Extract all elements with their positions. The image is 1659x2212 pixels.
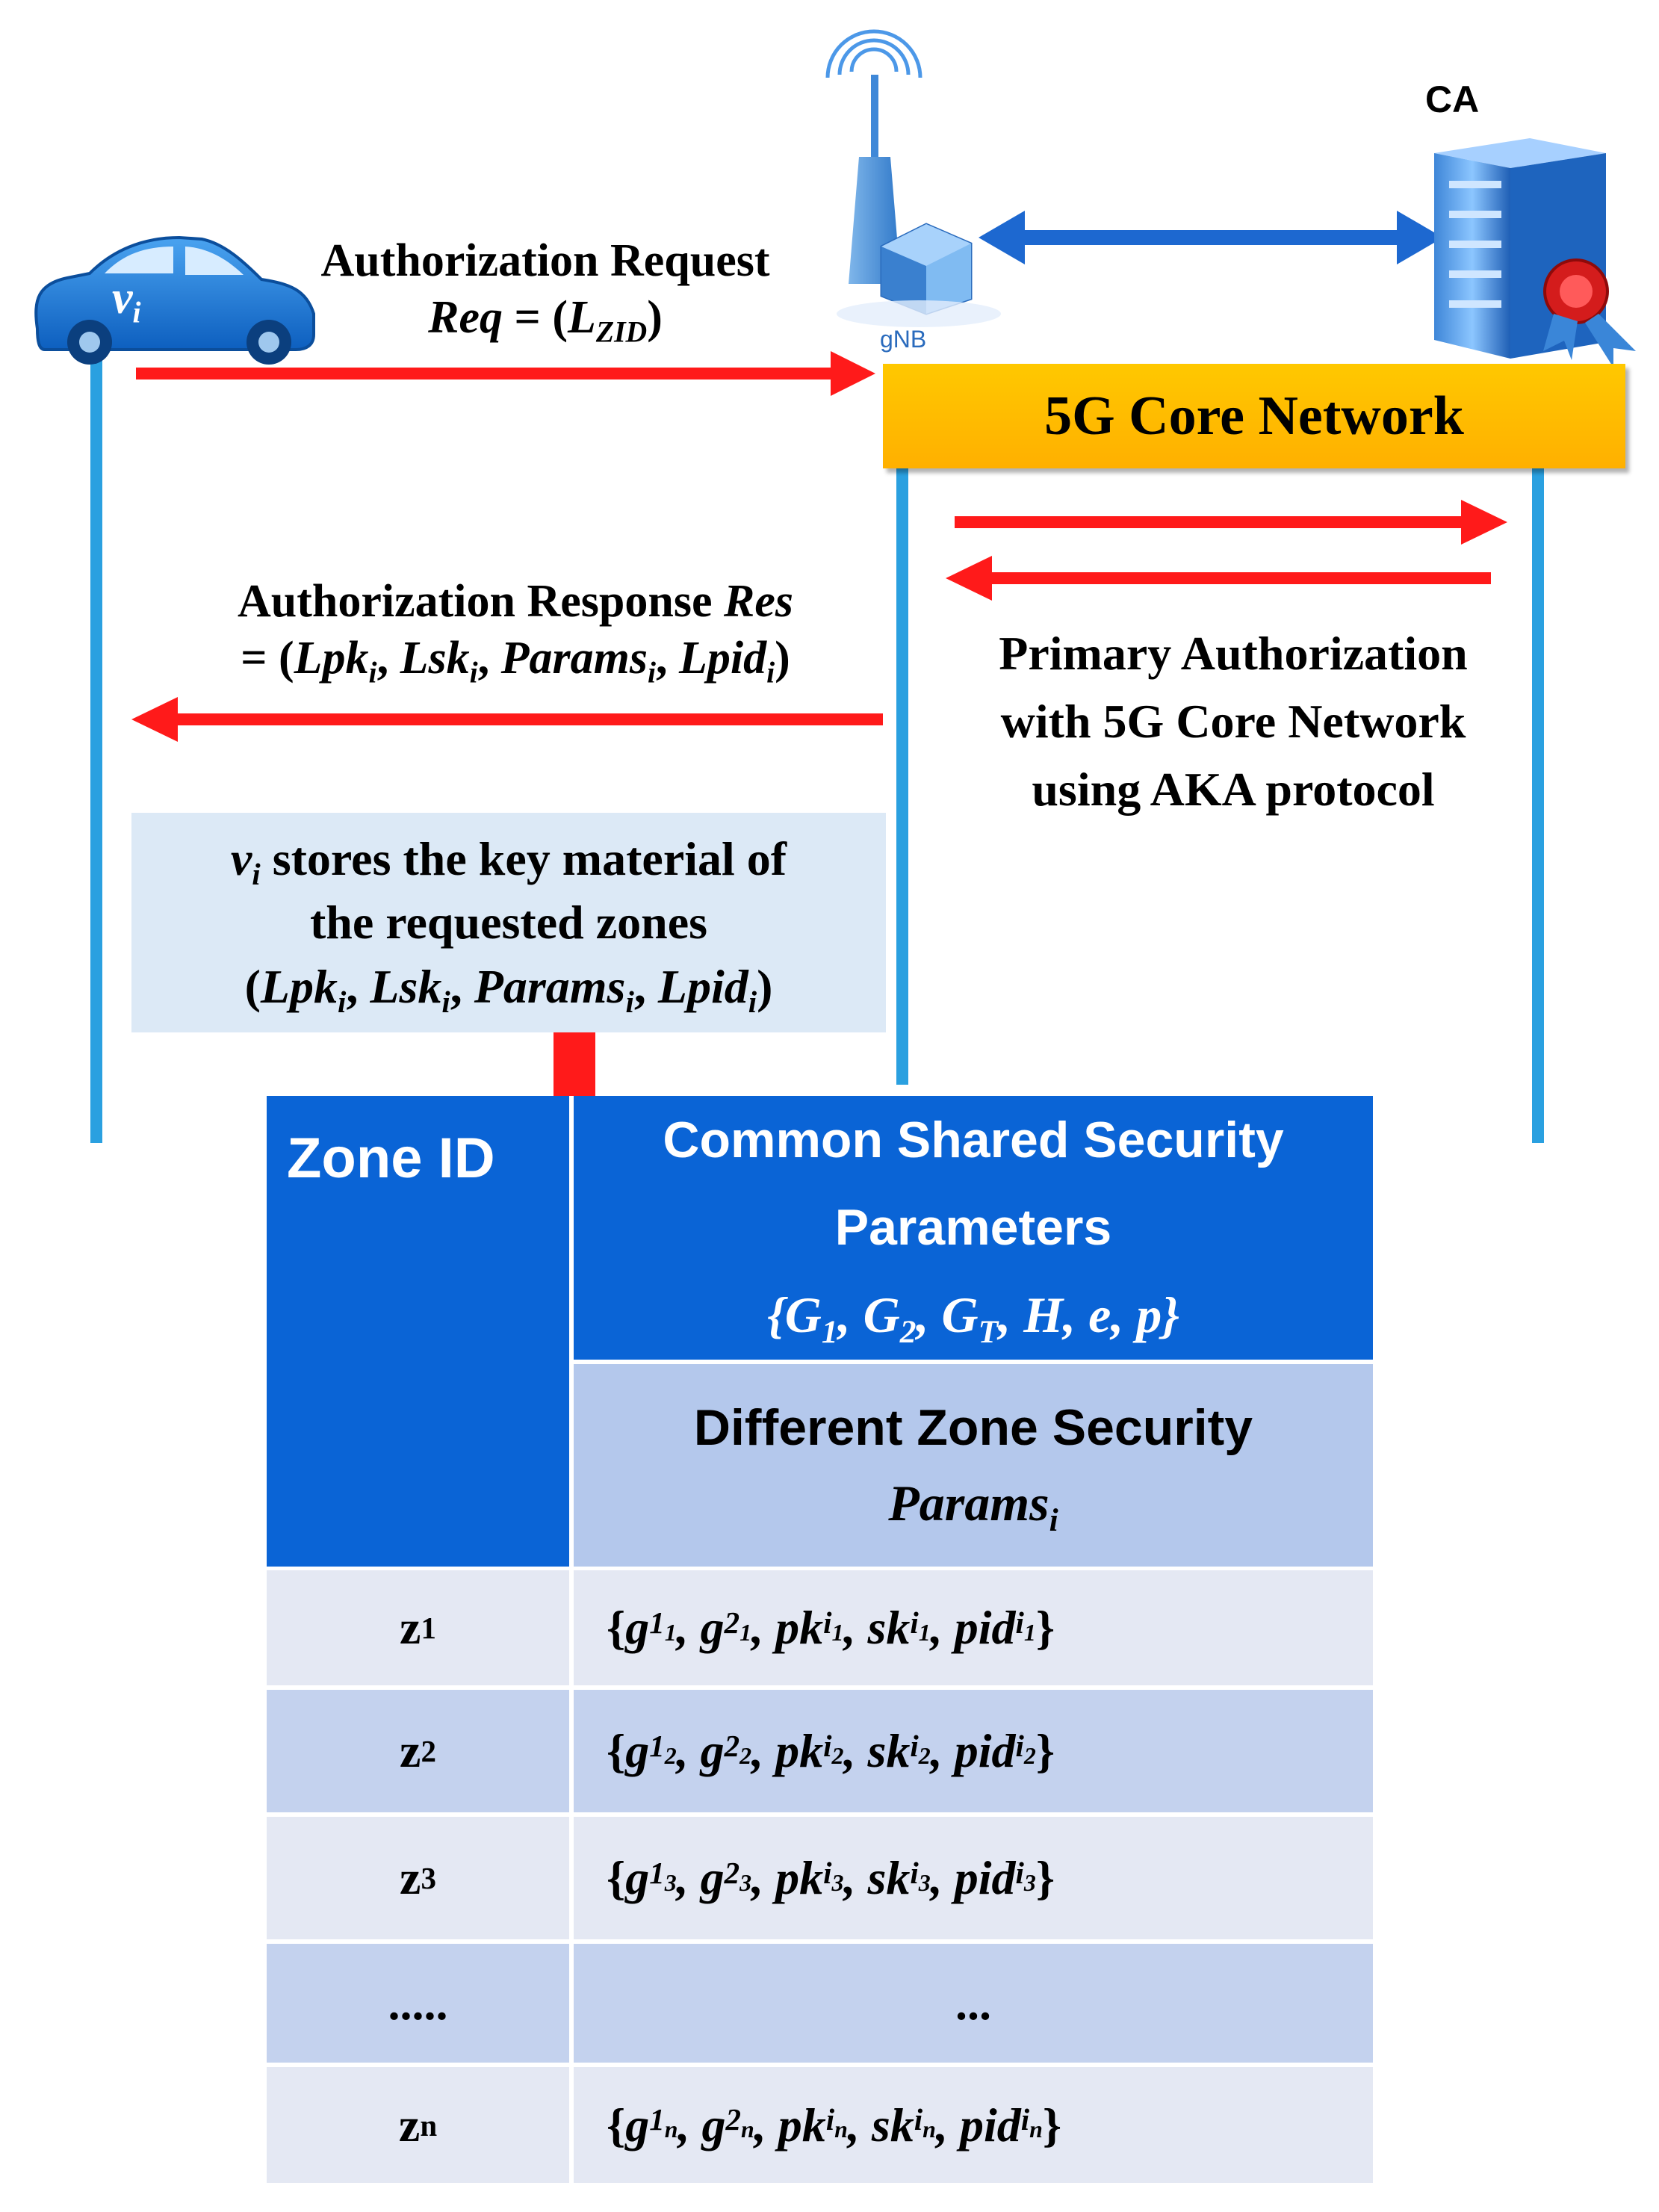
core-network-bar: 5G Core Network	[883, 364, 1625, 468]
common-params-header: Common Shared Security Parameters {G1, G…	[574, 1096, 1373, 1360]
ca-server-icon	[1434, 138, 1636, 368]
zone-id-header: Zone ID	[267, 1096, 569, 1567]
zone-params-header: Different Zone Security Paramsi	[574, 1364, 1373, 1567]
primary-auth-label: Primary Authorization with 5G Core Netwo…	[999, 627, 1468, 816]
vehicle-label: vi	[112, 273, 141, 329]
store-line-1: vi stores the key material of	[230, 832, 787, 892]
request-title: Authorization Request	[320, 235, 770, 286]
gnb-label: gNB	[880, 326, 927, 353]
response-formula: = (Lpki, Lski, Paramsi, Lpidi)	[241, 632, 790, 690]
aka-arrow-back	[946, 556, 1491, 601]
zone-params-var: Paramsi	[888, 1474, 1058, 1538]
response-label: Authorization Response Res = (Lpki, Lski…	[120, 574, 911, 687]
request-formula: Req = (LZID)	[428, 291, 663, 349]
store-line-2: the requested zones	[309, 896, 708, 949]
car-icon	[34, 235, 315, 365]
response-title: Authorization Response Res	[237, 576, 794, 627]
request-arrow	[136, 351, 875, 396]
gnb-tower-icon	[825, 29, 1001, 327]
response-arrow	[131, 697, 883, 742]
core-network-label: 5G Core Network	[1044, 385, 1464, 447]
common-params-set: {G1, G2, GT, H, e, p}	[767, 1286, 1179, 1350]
request-label: Authorization Request Req = (LZID)	[232, 233, 859, 349]
gnb-ca-link-arrow	[979, 211, 1443, 264]
store-key-box: vi stores the key material of the reques…	[131, 813, 886, 1032]
store-tuple: (Lpki, Lski, Paramsi, Lpidi)	[244, 959, 773, 1019]
zone-id-cell: .....	[267, 1944, 569, 2063]
aka-arrow-forward	[955, 500, 1507, 545]
zone-params-cell: ...	[574, 1944, 1373, 2063]
ca-label: CA	[1425, 78, 1480, 120]
